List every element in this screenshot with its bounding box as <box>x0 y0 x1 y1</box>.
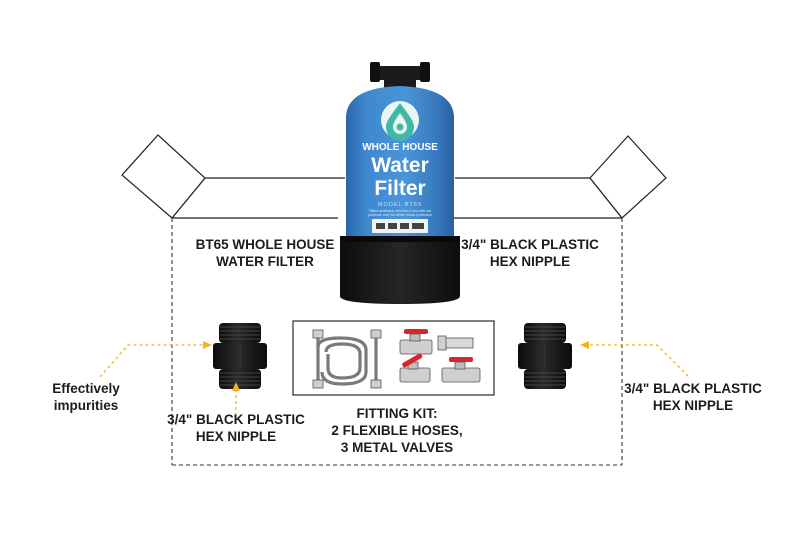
label-fitting-kit: FITTING KIT: 2 FLEXIBLE HOSES, 3 METAL V… <box>322 405 472 456</box>
label-main-filter: BT65 WHOLE HOUSE WATER FILTER <box>195 236 335 270</box>
label-main-filter-line2: WATER FILTER <box>216 254 314 269</box>
label-left-nipple: 3/4" BLACK PLASTIC HEX NIPPLE <box>166 411 306 445</box>
fitting-kit-panel <box>292 320 495 396</box>
label-fitting-kit-line3: 3 METAL VALVES <box>340 440 454 455</box>
box-outline <box>121 134 667 219</box>
arrow-heads <box>203 341 589 391</box>
right-hex-nipple <box>518 323 572 389</box>
metal-connector-icon <box>437 335 474 351</box>
label-main-filter-line1: BT65 WHOLE HOUSE <box>195 237 335 252</box>
label-left-nipple-line2: HEX NIPPLE <box>195 429 277 444</box>
label-right-side-line1: 3/4" BLACK PLASTIC <box>624 381 762 396</box>
metal-valve-icon <box>399 329 433 355</box>
label-right-side-line2: HEX NIPPLE <box>652 398 734 413</box>
tank-title-water: Water <box>371 154 429 177</box>
label-left-nipple-line1: 3/4" BLACK PLASTIC <box>167 412 305 427</box>
tank-model-line: MODEL BT65 <box>377 202 423 208</box>
label-right-top-nipple: 3/4" BLACK PLASTIC HEX NIPPLE <box>455 236 605 270</box>
filter-tank <box>340 62 460 304</box>
tank-small-print-1: Filters sediment, chlorine & rust with l… <box>368 209 432 213</box>
label-left-side-line2: impurities <box>53 398 119 413</box>
tank-brand-line: WHOLE HOUSE <box>362 142 438 153</box>
tank-small-print-2: pressure drop for whole house protection <box>368 213 432 217</box>
label-left-side: Effectively impurities <box>36 380 136 414</box>
metal-valve-icon <box>441 357 481 383</box>
callout-arrows <box>99 344 691 416</box>
box-dashed-body <box>171 218 623 466</box>
flexible-hose-icon <box>316 336 378 386</box>
label-right-side-nipple: 3/4" BLACK PLASTIC HEX NIPPLE <box>618 380 768 414</box>
tank-title-filter: Filter <box>374 177 426 200</box>
label-right-top-line1: 3/4" BLACK PLASTIC <box>461 237 599 252</box>
label-fitting-kit-line1: FITTING KIT: <box>356 406 438 421</box>
label-left-side-line1: Effectively <box>52 381 120 396</box>
label-fitting-kit-line2: 2 FLEXIBLE HOSES, <box>331 423 463 438</box>
left-hex-nipple <box>213 323 267 389</box>
metal-valve-icon <box>399 353 431 383</box>
label-right-top-line2: HEX NIPPLE <box>489 254 571 269</box>
